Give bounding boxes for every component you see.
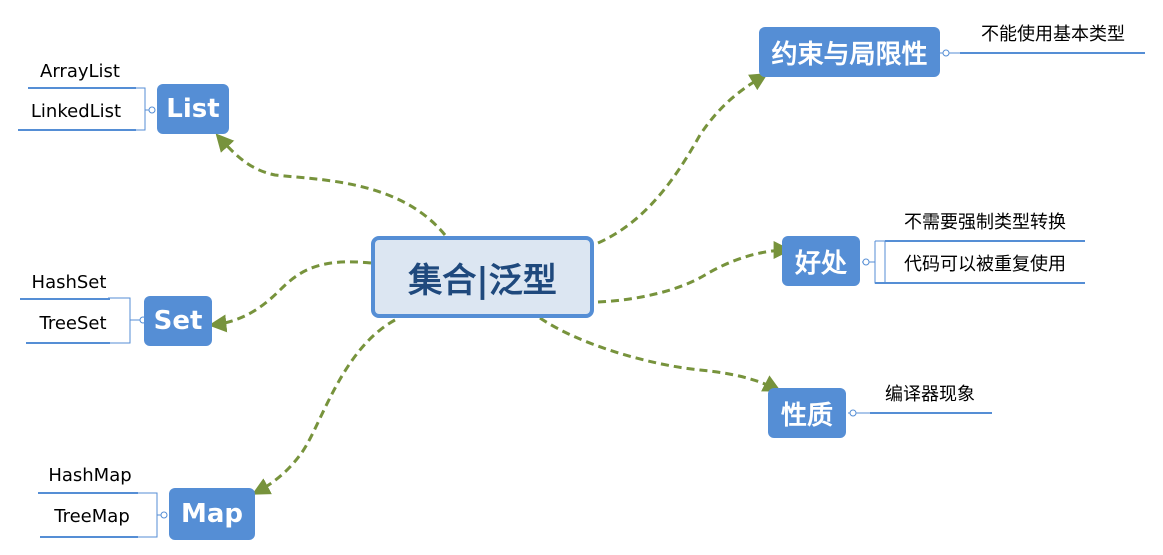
leaf-hashset[interactable]: HashSet bbox=[31, 272, 107, 293]
bracket-dot-map bbox=[160, 511, 168, 519]
leaf-underline bbox=[870, 412, 992, 414]
topic-map[interactable]: Map bbox=[169, 488, 255, 540]
connector-map bbox=[251, 318, 396, 495]
leaf-hashmap[interactable]: HashMap bbox=[48, 465, 132, 486]
leaf-no-cast[interactable]: 不需要强制类型转换 bbox=[904, 212, 1066, 233]
leaf-underline bbox=[960, 52, 1145, 54]
connector-nature bbox=[539, 316, 782, 392]
leaf-underline bbox=[885, 240, 1085, 242]
leaf-underline bbox=[28, 87, 136, 89]
connector-constraints bbox=[597, 73, 769, 245]
leaf-underline bbox=[26, 342, 110, 344]
leaf-underline bbox=[40, 536, 138, 538]
leaf-no-primitive-types[interactable]: 不能使用基本类型 bbox=[981, 24, 1125, 45]
leaf-underline bbox=[38, 492, 138, 494]
bracket-dot-list bbox=[148, 106, 156, 114]
bracket-dot-benefits bbox=[862, 258, 870, 266]
topic-nature[interactable]: 性质 bbox=[768, 388, 846, 438]
bracket-dot-nature bbox=[849, 409, 857, 417]
leaf-underline bbox=[875, 282, 1085, 284]
connector-set bbox=[208, 260, 372, 333]
leaf-underline bbox=[20, 298, 110, 300]
topic-constraints[interactable]: 约束与局限性 bbox=[759, 27, 940, 77]
topic-list[interactable]: List bbox=[157, 84, 229, 134]
connector-benefits bbox=[597, 241, 792, 304]
central-topic[interactable]: 集合|泛型 bbox=[371, 236, 594, 318]
leaf-treeset[interactable]: TreeSet bbox=[39, 313, 107, 334]
topic-set[interactable]: Set bbox=[144, 296, 212, 346]
leaf-code-reuse[interactable]: 代码可以被重复使用 bbox=[904, 254, 1066, 275]
leaf-arraylist[interactable]: ArrayList bbox=[40, 61, 120, 82]
topic-benefits[interactable]: 好处 bbox=[782, 236, 860, 286]
leaf-underline bbox=[18, 129, 136, 131]
connector-list bbox=[215, 133, 447, 236]
leaf-linkedlist[interactable]: LinkedList bbox=[30, 101, 122, 122]
leaf-treemap[interactable]: TreeMap bbox=[54, 506, 130, 527]
bracket-dot-constraints bbox=[942, 49, 950, 57]
leaf-compiler-phenomenon[interactable]: 编译器现象 bbox=[885, 384, 975, 405]
